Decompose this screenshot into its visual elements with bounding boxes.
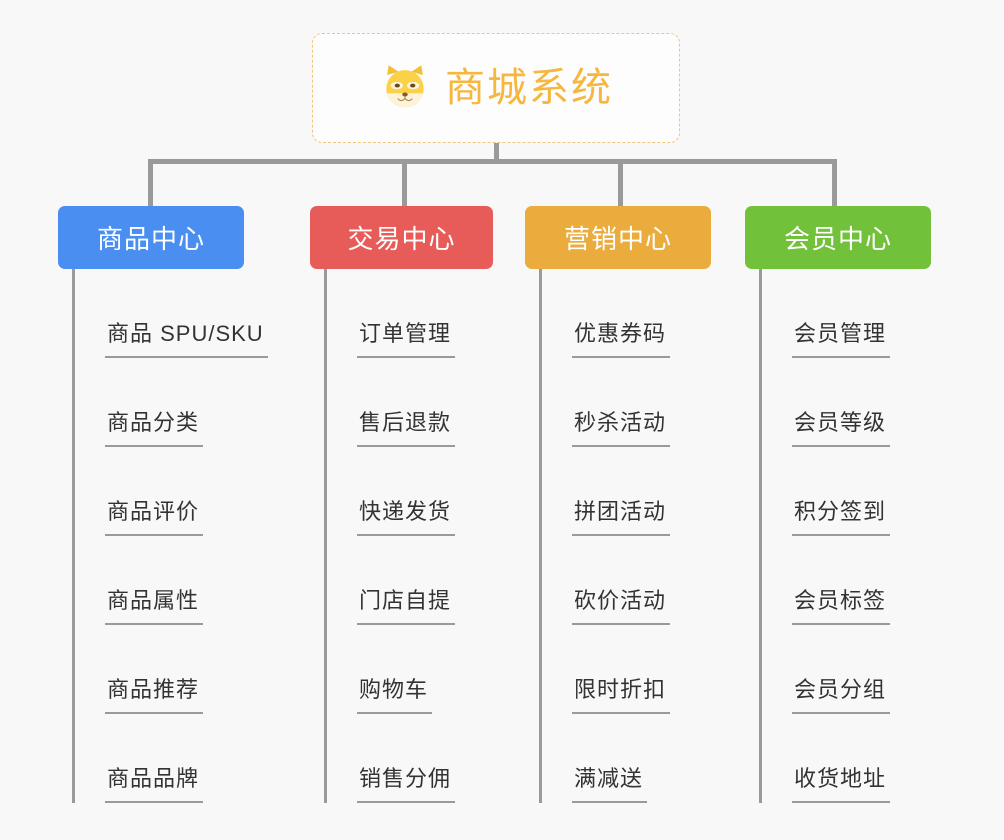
connector-root-stem (494, 143, 499, 163)
list-item-label: 商品评价 (107, 499, 200, 524)
branch-column-1: 交易中心 订单管理 售后退款 快递发货 门店自提 购物车 销售分佣 (310, 206, 493, 803)
list-item-label: 会员等级 (794, 410, 887, 435)
list-item-label: 会员标签 (794, 588, 887, 613)
list-item-label: 满减送 (574, 766, 644, 791)
branch-items-0: 商品 SPU/SKU 商品分类 商品评价 商品属性 商品推荐 商品品牌 (72, 269, 268, 803)
list-item[interactable]: 商品品牌 (75, 714, 244, 803)
connector-drop-0 (148, 159, 153, 208)
list-item[interactable]: 会员管理 (762, 269, 931, 358)
list-item[interactable]: 销售分佣 (327, 714, 493, 803)
branch-header-3[interactable]: 会员中心 (745, 206, 931, 269)
list-item[interactable]: 会员分组 (762, 625, 931, 714)
branch-header-2[interactable]: 营销中心 (525, 206, 711, 269)
list-item[interactable]: 优惠券码 (542, 269, 711, 358)
list-item[interactable]: 商品评价 (75, 447, 244, 536)
list-item-label: 商品推荐 (107, 677, 200, 702)
list-item[interactable]: 会员等级 (762, 358, 931, 447)
list-item[interactable]: 商品属性 (75, 536, 244, 625)
list-item[interactable]: 订单管理 (327, 269, 493, 358)
list-item-label: 商品 SPU/SKU (107, 321, 264, 346)
list-item-label: 销售分佣 (359, 766, 452, 791)
list-item[interactable]: 拼团活动 (542, 447, 711, 536)
branch-header-label: 交易中心 (347, 224, 456, 254)
list-item-label: 商品品牌 (107, 766, 200, 791)
list-item[interactable]: 快递发货 (327, 447, 493, 536)
list-item-label: 商品属性 (107, 588, 200, 613)
branch-items-3: 会员管理 会员等级 积分签到 会员标签 会员分组 收货地址 (759, 269, 931, 803)
branch-column-3: 会员中心 会员管理 会员等级 积分签到 会员标签 会员分组 收货地址 (745, 206, 931, 803)
branch-column-2: 营销中心 优惠券码 秒杀活动 拼团活动 砍价活动 限时折扣 满减送 (525, 206, 711, 803)
list-item-label: 拼团活动 (574, 499, 667, 524)
list-item[interactable]: 购物车 (327, 625, 493, 714)
list-item[interactable]: 商品 SPU/SKU (75, 269, 268, 358)
branch-items-1: 订单管理 售后退款 快递发货 门店自提 购物车 销售分佣 (324, 269, 493, 803)
list-item[interactable]: 商品分类 (75, 358, 244, 447)
list-item-label: 会员管理 (794, 321, 887, 346)
list-item[interactable]: 砍价活动 (542, 536, 711, 625)
list-item-label: 商品分类 (107, 410, 200, 435)
branch-header-1[interactable]: 交易中心 (310, 206, 493, 269)
shiba-dog-face-icon (379, 62, 431, 114)
connector-drop-3 (832, 159, 837, 208)
list-item[interactable]: 门店自提 (327, 536, 493, 625)
list-item[interactable]: 秒杀活动 (542, 358, 711, 447)
connector-drop-2 (618, 159, 623, 208)
list-item-label: 限时折扣 (574, 677, 667, 702)
list-item[interactable]: 商品推荐 (75, 625, 244, 714)
list-item[interactable]: 收货地址 (762, 714, 931, 803)
list-item[interactable]: 积分签到 (762, 447, 931, 536)
branch-header-0[interactable]: 商品中心 (58, 206, 244, 269)
list-item[interactable]: 满减送 (542, 714, 711, 803)
branch-column-0: 商品中心 商品 SPU/SKU 商品分类 商品评价 商品属性 商品推荐 商品品牌 (58, 206, 268, 803)
list-item[interactable]: 限时折扣 (542, 625, 711, 714)
list-item-label: 会员分组 (794, 677, 887, 702)
list-item-label: 门店自提 (359, 588, 452, 613)
root-title: 商城系统 (445, 66, 613, 110)
list-item-label: 积分签到 (794, 499, 887, 524)
root-node[interactable]: 商城系统 (312, 33, 680, 143)
list-item-label: 快递发货 (359, 499, 452, 524)
list-item-label: 售后退款 (359, 410, 452, 435)
branch-header-label: 会员中心 (783, 224, 892, 254)
branch-header-label: 营销中心 (563, 224, 672, 254)
branch-header-label: 商品中心 (96, 224, 205, 254)
list-item-label: 收货地址 (794, 766, 887, 791)
connector-drop-1 (402, 159, 407, 208)
list-item-label: 订单管理 (359, 321, 452, 346)
list-item[interactable]: 售后退款 (327, 358, 493, 447)
list-item-label: 砍价活动 (574, 588, 667, 613)
branch-items-2: 优惠券码 秒杀活动 拼团活动 砍价活动 限时折扣 满减送 (539, 269, 711, 803)
list-item-label: 秒杀活动 (574, 410, 667, 435)
list-item[interactable]: 会员标签 (762, 536, 931, 625)
list-item-label: 优惠券码 (574, 321, 667, 346)
list-item-label: 购物车 (359, 677, 429, 702)
connector-horizontal-bus (148, 159, 836, 164)
